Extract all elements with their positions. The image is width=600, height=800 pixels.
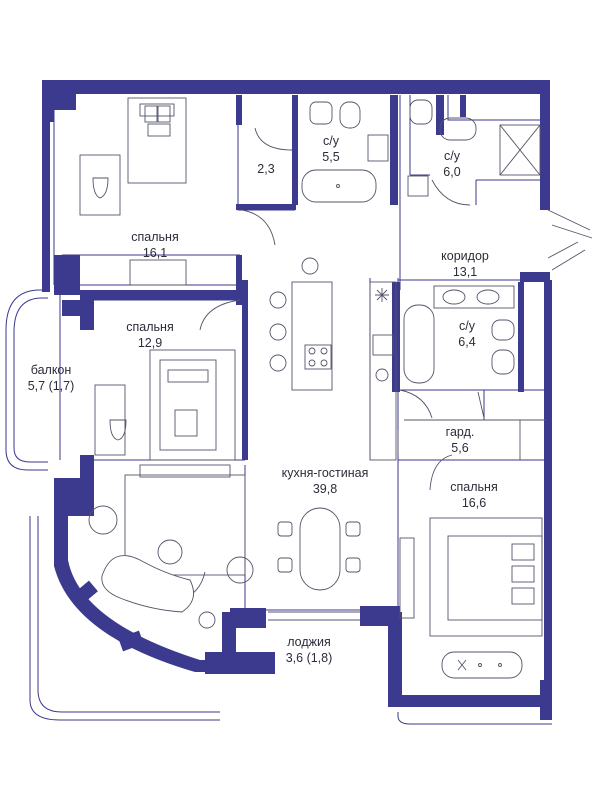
room-label-bedroom-mid: спальня 12,9 (126, 319, 173, 351)
room-label-storage: 2,3 (257, 161, 274, 177)
room-area: 5,5 (322, 150, 340, 164)
room-name: спальня (126, 320, 174, 334)
room-name: с/у (323, 134, 339, 148)
room-label-bedroom-right: спальня 16,6 (450, 479, 497, 511)
room-label-kitchen-living: кухня-гостиная 39,8 (282, 465, 369, 497)
room-area: 16,1 (142, 246, 168, 260)
room-label-loggia: лоджия 3,6 (1,8) (286, 634, 333, 666)
door-swings (159, 127, 593, 601)
room-name: гард. (445, 425, 475, 439)
room-area: 13,1 (452, 265, 478, 279)
room-label-wardrobe: гард. 5,6 (446, 424, 475, 456)
room-area: 2,3 (257, 162, 275, 176)
room-area: 6,0 (443, 165, 461, 179)
room-area: 39,8 (312, 482, 338, 496)
room-name: спальня (131, 230, 179, 244)
room-name: с/у (459, 319, 475, 333)
room-label-bath-3: с/у 6,4 (458, 318, 475, 350)
furniture (79, 97, 546, 679)
room-name: кухня-гостиная (281, 466, 369, 480)
room-name: балкон (30, 363, 72, 377)
room-area: 3,6 (1,8) (285, 651, 333, 665)
room-name: с/у (444, 149, 460, 163)
room-area: 6,4 (458, 335, 476, 349)
room-label-bedroom-top: спальня 16,1 (131, 229, 178, 261)
balcony-outline (5, 100, 552, 725)
room-area: 5,7 (1,7) (27, 379, 75, 393)
room-label-bath-2: с/у 6,0 (443, 148, 460, 180)
room-name: спальня (450, 480, 498, 494)
room-label-balcony: балкон 5,7 (1,7) (28, 362, 75, 394)
room-area: 5,6 (451, 441, 469, 455)
room-area: 16,6 (461, 496, 487, 510)
room-name: коридор (441, 249, 489, 263)
room-label-bath-1: с/у 5,5 (322, 133, 339, 165)
room-name: лоджия (287, 635, 331, 649)
room-area: 12,9 (137, 336, 163, 350)
room-label-corridor: коридор 13,1 (441, 248, 489, 280)
